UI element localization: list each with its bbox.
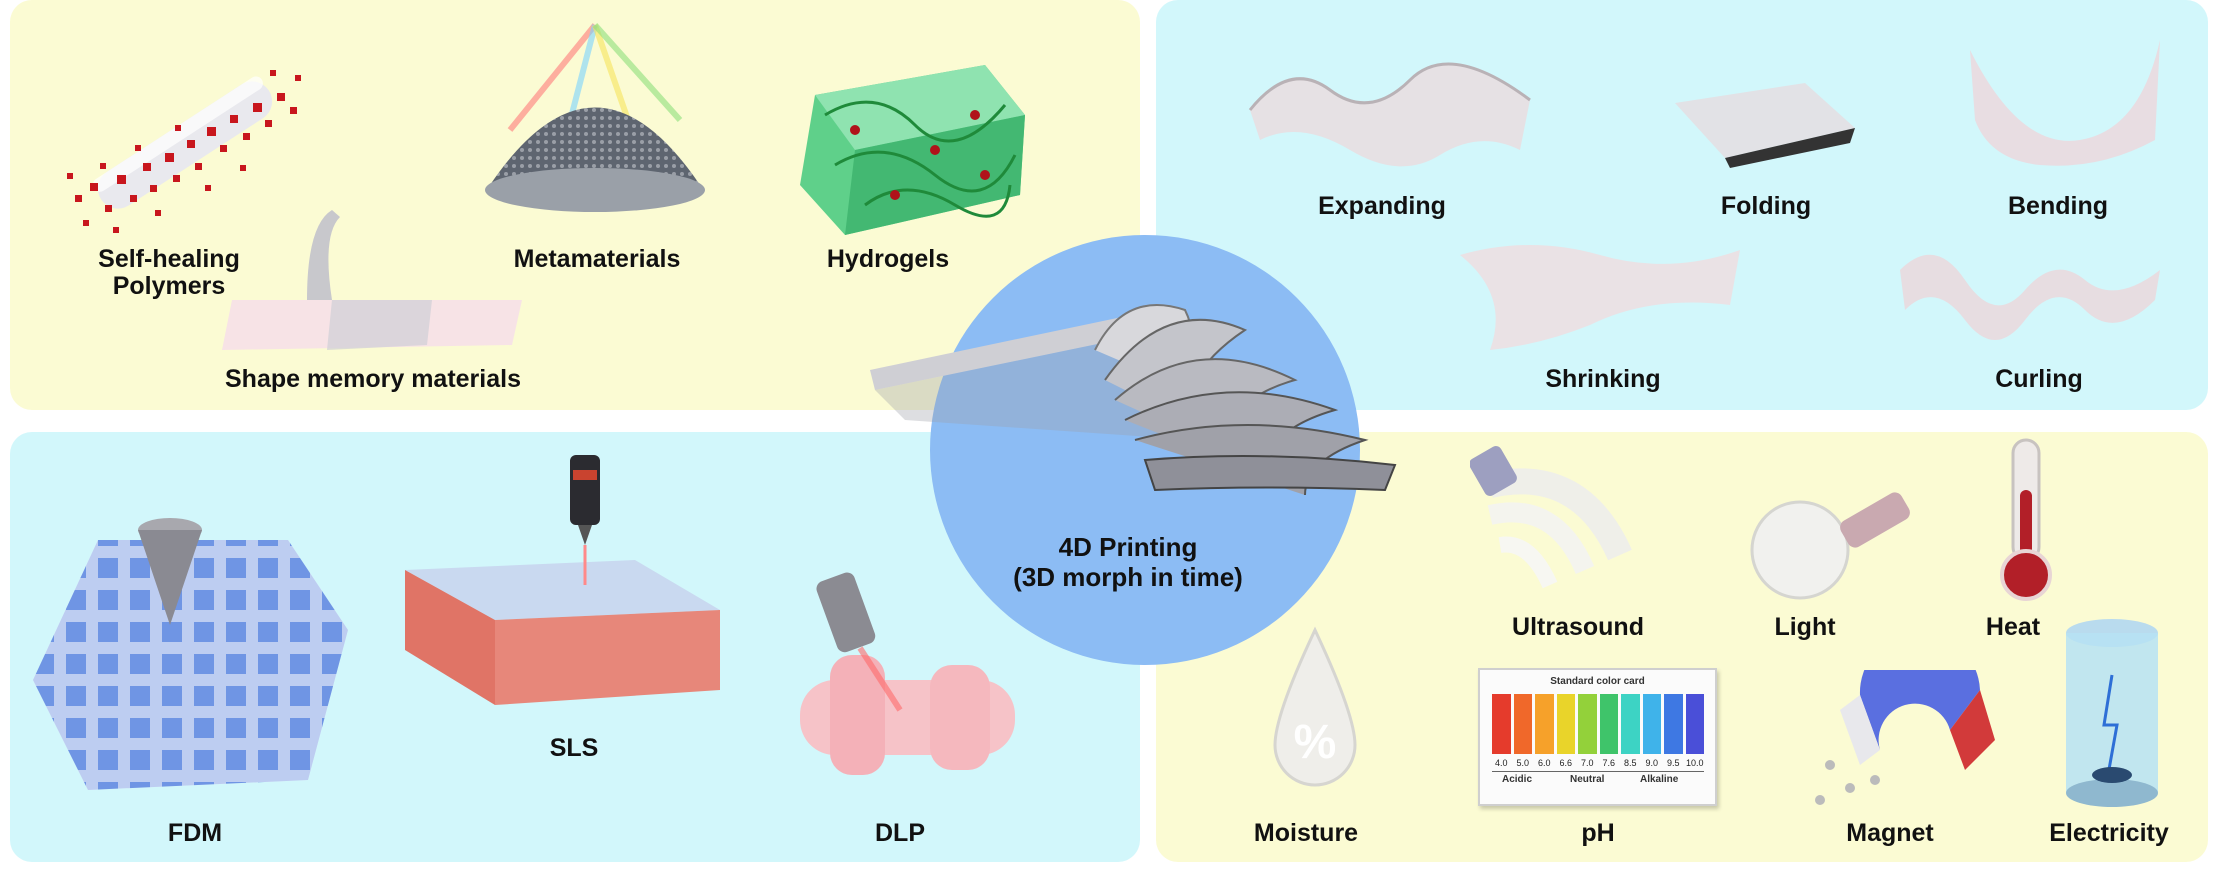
self-healing-label-line2: Polymers: [112, 272, 226, 300]
ph-value-row: 4.0 5.0 6.0 6.6 7.0 7.6 8.5 9.0 9.5 10.0: [1492, 758, 1704, 768]
dlp-part-illustration: [800, 572, 1015, 775]
magnet-label: Magnet: [1846, 819, 1934, 847]
ph-acidic-label: Acidic: [1502, 774, 1533, 785]
light-label: Light: [1774, 613, 1836, 641]
sls-label: SLS: [549, 734, 599, 762]
ph-swatch-row: [1492, 694, 1704, 754]
fdm-lattice-illustration: [33, 540, 348, 790]
metamaterial-illustration: [485, 22, 705, 212]
thermometer-icon: [2000, 438, 2052, 601]
ph-card-title: Standard color card: [1550, 676, 1645, 687]
metamaterials-label: Metamaterials: [513, 245, 681, 273]
self-healing-polymer-illustration: [67, 70, 301, 233]
morphing-panel: [1156, 0, 2208, 410]
ph-value: 7.6: [1602, 758, 1615, 768]
expanding-label: Expanding: [1318, 192, 1446, 220]
sls-laser-icon: [570, 455, 600, 585]
light-bulb-icon: [1750, 492, 1910, 600]
expanding-sheet-illustration: [1248, 62, 1531, 167]
ph-value: 9.5: [1666, 758, 1680, 768]
ph-neutral-label: Neutral: [1570, 774, 1605, 785]
magnet-icon: [1815, 670, 1995, 805]
hydrogels-label: Hydrogels: [826, 245, 950, 273]
folding-label: Folding: [1720, 192, 1812, 220]
ph-swatch: [1513, 694, 1532, 754]
self-healing-label-line1: Self-healing: [98, 245, 240, 273]
ph-swatch: [1535, 694, 1554, 754]
moisture-label: Moisture: [1253, 819, 1359, 847]
fdm-nozzle-icon: [138, 518, 202, 625]
electricity-label: Electricity: [2049, 819, 2169, 847]
ph-swatch: [1492, 694, 1511, 754]
shrinking-sheet-illustration: [1460, 245, 1740, 350]
ph-value: 10.0: [1685, 758, 1704, 768]
curling-sheet-illustration: [1900, 254, 2160, 340]
ph-swatch: [1556, 694, 1575, 754]
center-title-line2: (3D morph in time): [1013, 562, 1243, 592]
hydrogel-illustration: [800, 65, 1025, 235]
fdm-label: FDM: [167, 819, 223, 847]
ph-swatch: [1642, 694, 1661, 754]
shrinking-label: Shrinking: [1545, 365, 1661, 393]
morphing-strip-illustration: [870, 304, 1397, 496]
ph-label: pH: [1581, 819, 1615, 847]
shape-memory-illustration: [222, 210, 522, 350]
ph-value: 6.6: [1559, 758, 1572, 768]
folding-sheet-illustration: [1675, 83, 1855, 168]
center-title: 4D Printing (3D morph in time): [1013, 532, 1243, 592]
sls-block-illustration: [405, 560, 720, 705]
ph-swatch: [1685, 694, 1704, 754]
ultrasound-label: Ultrasound: [1512, 613, 1644, 641]
electricity-battery-icon: [2066, 619, 2158, 807]
moisture-drop-icon: [1273, 626, 1357, 787]
ph-swatch: [1599, 694, 1618, 754]
ph-swatch: [1664, 694, 1683, 754]
self-healing-polymers-label: Self-healing Polymers: [98, 246, 240, 300]
ph-value: 8.5: [1623, 758, 1637, 768]
center-title-line1: 4D Printing: [1058, 532, 1198, 562]
ph-value: 4.0: [1494, 758, 1508, 768]
heat-label: Heat: [1985, 613, 2041, 641]
moisture-percent-symbol: %: [1293, 716, 1337, 769]
ph-color-card: Standard color card 4.0 5.0 6.0 6.6 7.0 7.6 8.…: [1478, 668, 1717, 806]
shape-memory-label: Shape memory materials: [225, 365, 521, 393]
ultrasound-illustration: [1470, 446, 1632, 589]
ph-swatch: [1621, 694, 1640, 754]
curling-label: Curling: [1995, 365, 2083, 393]
ph-value: 5.0: [1516, 758, 1529, 768]
bending-label: Bending: [2008, 192, 2108, 220]
ph-swatch: [1578, 694, 1597, 754]
ph-value: 9.0: [1645, 758, 1658, 768]
ph-alkaline-label: Alkaline: [1640, 774, 1679, 785]
ph-value: 7.0: [1580, 758, 1594, 768]
bending-sheet-illustration: [1970, 40, 2160, 166]
dlp-label: DLP: [875, 819, 925, 847]
ph-value: 6.0: [1537, 758, 1551, 768]
